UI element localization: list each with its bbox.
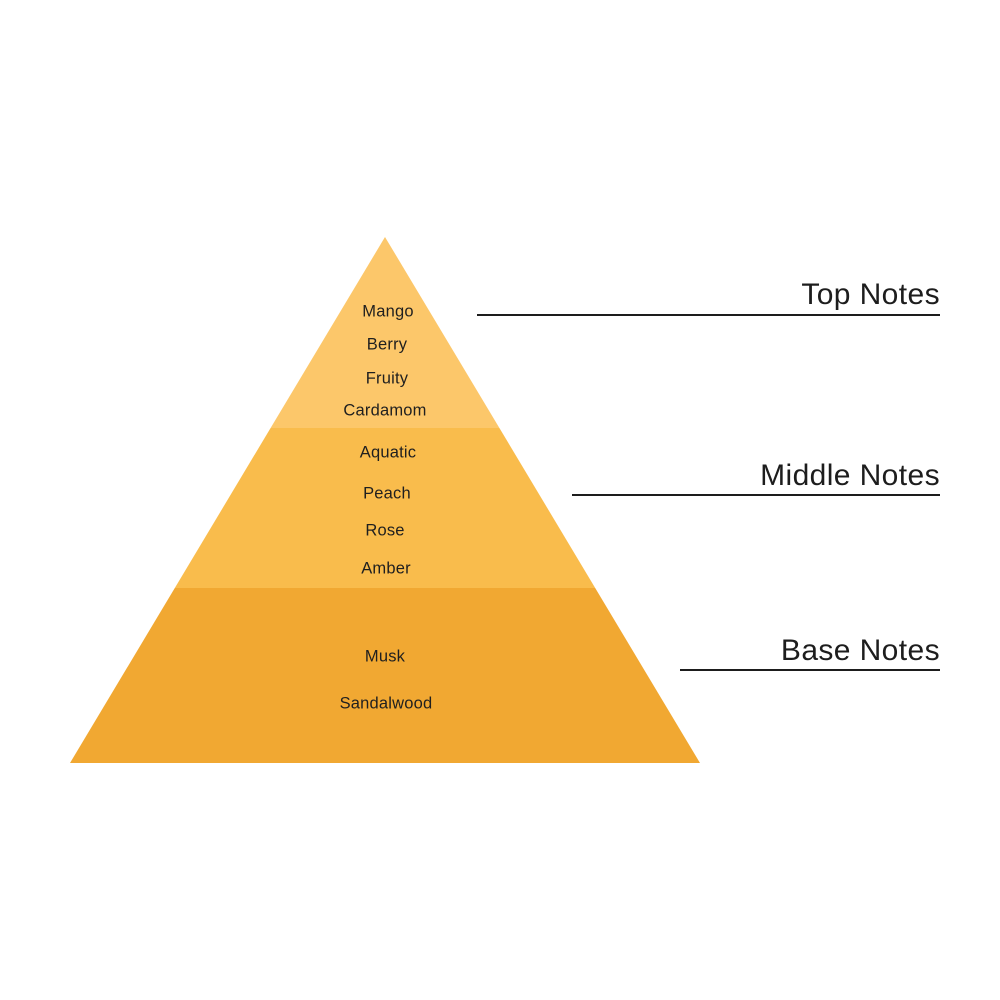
note-rose: Rose	[365, 521, 405, 540]
pyramid-top-section	[270, 237, 500, 428]
note-mango: Mango	[362, 302, 414, 321]
base-notes-label: Base Notes	[780, 634, 940, 667]
top-notes-label: Top Notes	[801, 278, 940, 311]
note-cardamom: Cardamom	[343, 401, 427, 420]
note-aquatic: Aquatic	[359, 443, 417, 462]
top-notes-connector-line	[477, 314, 940, 316]
pyramid-middle-section	[174, 428, 596, 588]
pyramid-base-section	[70, 588, 700, 763]
base-notes-connector-line	[680, 669, 940, 671]
note-fruity: Fruity	[365, 369, 409, 388]
middle-notes-label: Middle Notes	[760, 459, 940, 492]
middle-notes-connector-line	[572, 494, 940, 496]
note-peach: Peach	[363, 484, 411, 503]
note-sandalwood: Sandalwood	[339, 694, 433, 713]
note-musk: Musk	[364, 647, 406, 666]
note-berry: Berry	[366, 335, 408, 354]
note-amber: Amber	[361, 559, 411, 578]
